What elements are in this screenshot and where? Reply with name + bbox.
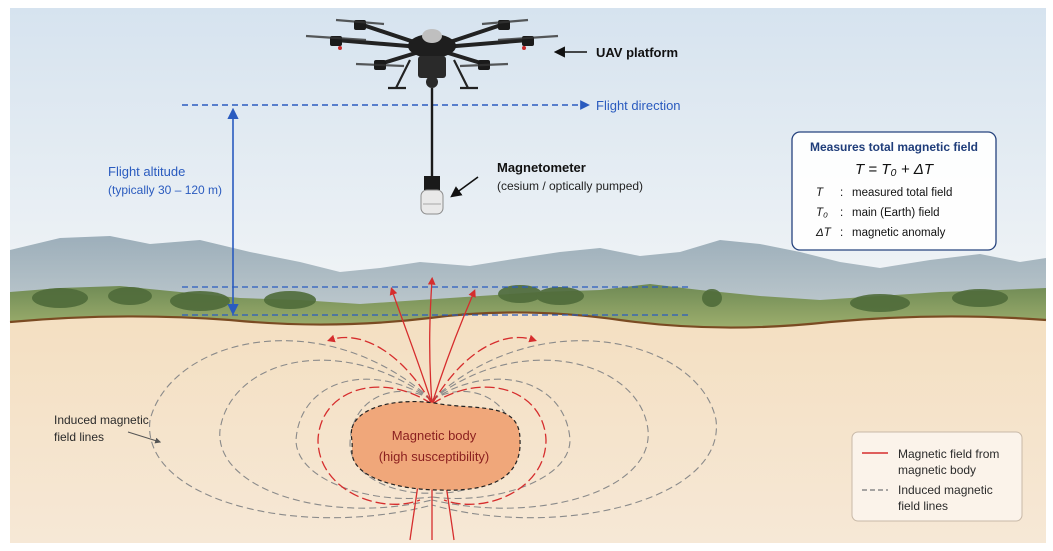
body-field-lines [317,276,547,541]
legend-label-induced: field lines [898,499,948,513]
legend: Magnetic field from magnetic body Induce… [851,431,1023,522]
induced-field-line [431,359,649,509]
legend-label-body-field: Magnetic field from [898,447,999,461]
formula-row-symbol: ΔT [815,227,832,239]
formula-row-symbol: T [816,187,824,199]
formula-panel: Measures total magnetic field T = T₀ + Δ… [791,131,997,251]
formula-row-separator: : [840,227,843,239]
magnetometer-label: Magnetometer [497,160,586,175]
induced-field-label: Induced magnetic [54,413,149,427]
formula-panel-box [791,131,997,251]
induced-field-line [349,391,433,494]
body-field-line [431,289,476,405]
induced-field-line [295,378,433,500]
legend-box [851,431,1023,522]
formula-row-symbol: T₀ [816,207,828,219]
ground-section [10,312,1046,543]
body-field-line [389,287,433,405]
magnetometer-sensor-icon [420,176,444,215]
induced-field-line [431,378,571,500]
magnetometer-type-label: (cesium / optically pumped) [497,179,643,193]
magnetic-body [350,400,521,491]
magnetic-body-sublabel: (high susceptibility) [379,449,490,464]
body-field-line [427,276,436,405]
trees [32,285,1008,312]
formula-row-desc: main (Earth) field [852,207,940,219]
uav-platform-label: UAV platform [596,45,678,60]
induced-field-line [431,340,717,519]
legend-label-induced: Induced magnetic [898,483,993,497]
formula-row-desc: magnetic anomaly [852,227,946,239]
flight-altitude-range-label: (typically 30 – 120 m) [108,183,222,197]
induced-field-line [149,340,433,519]
body-field-line [431,386,547,505]
formula-row-desc: measured total field [852,187,952,199]
formula-row-separator: : [840,187,843,199]
formula-panel-title: Measures total magnetic field [810,140,978,154]
formula-equation: T = T₀ + ΔT [855,161,935,178]
magnetometer-pointer-arrow [450,176,479,198]
flight-altitude-label: Flight altitude [108,164,185,179]
legend-label-body-field: magnetic body [898,463,976,477]
body-field-line [327,334,433,405]
induced-field-pointer [127,431,162,444]
body-field-line [317,386,433,505]
hexacopter-drone-icon [305,18,559,90]
induced-field-label: field lines [54,430,104,444]
near-hills [10,284,1046,330]
induced-field-line [219,359,433,509]
formula-row-separator: : [840,207,843,219]
magnetic-body-label: Magnetic body [392,428,477,443]
ground-surface-line [9,311,1047,329]
flight-direction-label: Flight direction [596,98,681,113]
body-field-line [431,334,537,405]
